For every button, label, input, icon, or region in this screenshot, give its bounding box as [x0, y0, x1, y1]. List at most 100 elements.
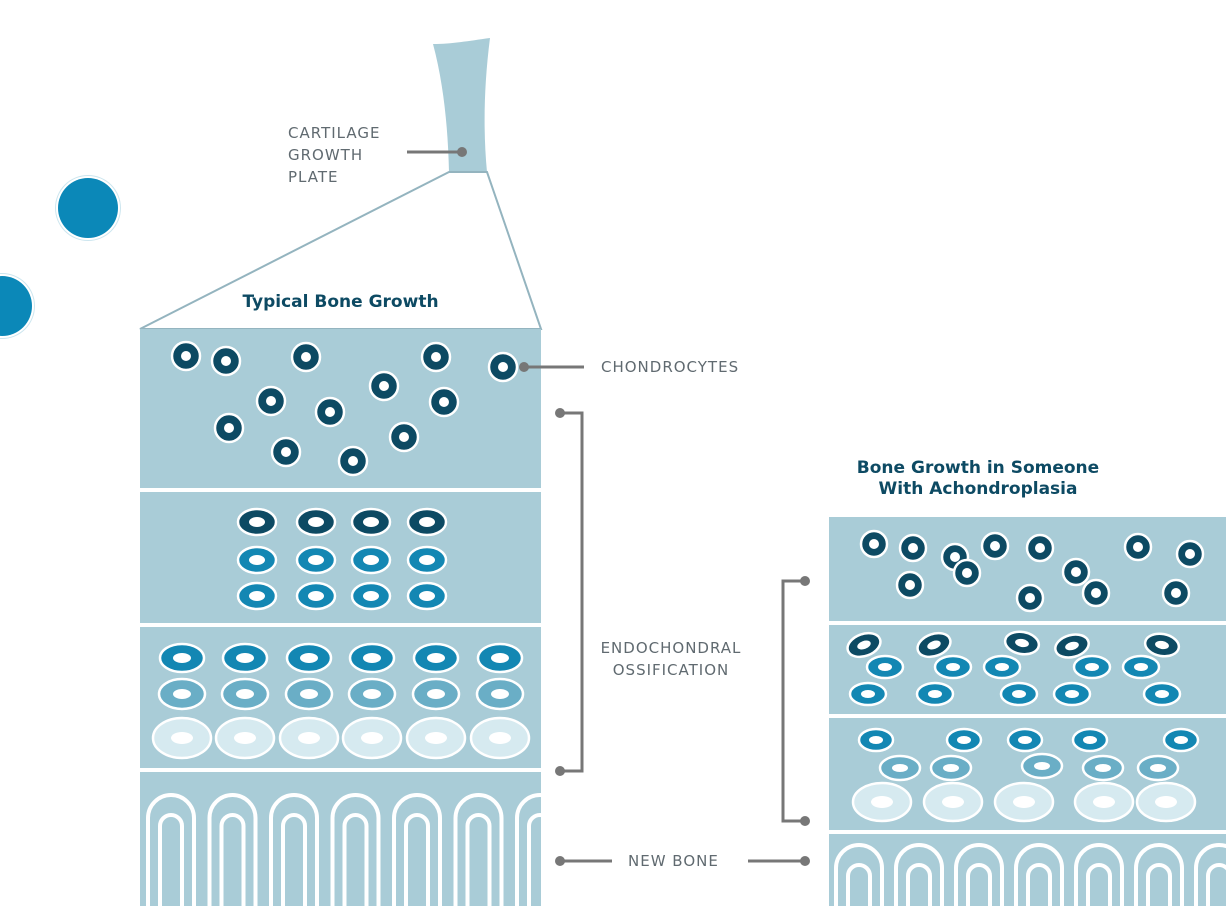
proliferative-cell: [406, 507, 448, 537]
prehypertrophic-cell: [1006, 727, 1044, 753]
prehypertrophic-cell: [1020, 752, 1064, 780]
resting-chondrocyte: [368, 370, 400, 402]
resting-chondrocyte: [213, 412, 245, 444]
hypertrophic-cell: [405, 716, 467, 760]
resting-chondrocyte: [1015, 583, 1045, 613]
proliferative-cell: [1054, 633, 1090, 659]
ossification-label: ENDOCHONDRAL OSSIFICATION: [596, 637, 746, 681]
proliferative-cell: [295, 507, 337, 537]
proliferative-cell: [1143, 632, 1181, 658]
connector-lines: [407, 150, 805, 863]
resting-chondrocyte: [1123, 532, 1153, 562]
bone-trabecula: [1194, 843, 1226, 906]
resting-chondrocyte: [290, 341, 322, 373]
prehypertrophic-cell: [878, 754, 922, 782]
prehypertrophic-cell: [929, 754, 973, 782]
typical-zone-new-bone: [140, 772, 541, 906]
proliferative-cell: [236, 581, 278, 611]
proliferative-cell: [846, 631, 882, 659]
bone-trabecula: [207, 793, 258, 906]
bone-trabecula: [954, 843, 1004, 906]
bone-trabecula: [515, 793, 565, 906]
hypertrophic-cell: [851, 781, 913, 823]
resting-chondrocyte: [270, 436, 302, 468]
bone-trabecula: [158, 813, 184, 906]
proliferative-cell: [295, 545, 337, 575]
resting-chondrocyte: [337, 445, 369, 477]
proliferative-cell: [236, 545, 278, 575]
bone-trabecula: [1026, 863, 1052, 906]
prehypertrophic-cell: [221, 642, 269, 674]
typical-bracket-top-dot: [555, 408, 565, 418]
proliferative-cell: [236, 507, 278, 537]
proliferative-cell: [1121, 654, 1161, 680]
hypertrophic-cell: [1135, 781, 1197, 823]
new-bone-right-dot: [800, 856, 810, 866]
bone-trabecula: [906, 863, 932, 906]
bone-trabecula: [404, 813, 430, 906]
cartilage-label: CARTILAGE GROWTH PLATE: [288, 122, 380, 188]
resting-chondrocyte: [210, 345, 242, 377]
hypertrophic-cell: [922, 781, 984, 823]
resting-chondrocyte: [895, 570, 925, 600]
resting-chondrocyte: [1061, 557, 1091, 587]
achondroplasia-panel: [829, 517, 1226, 906]
prehypertrophic-cell: [945, 727, 983, 753]
chondrocytes-label: CHONDROCYTES: [601, 358, 740, 376]
bone-trabecula: [894, 843, 944, 906]
bone-trabecula: [269, 793, 319, 906]
resting-chondrocyte: [170, 340, 202, 372]
proliferative-cell: [350, 545, 392, 575]
proliferative-cell: [848, 681, 888, 707]
bone-trabecula: [465, 813, 492, 906]
proliferative-cell: [982, 654, 1022, 680]
prehypertrophic-cell: [347, 677, 397, 711]
resting-chondrocyte: [859, 529, 889, 559]
bone-trabecula: [146, 793, 196, 906]
proliferative-cell: [999, 681, 1039, 707]
bone-trabecula: [219, 813, 246, 906]
resting-chondrocyte: [255, 385, 287, 417]
resting-chondrocyte: [1175, 539, 1205, 569]
proliferative-cell: [406, 581, 448, 611]
resting-chondrocyte: [1161, 578, 1191, 608]
bone-trabecula: [330, 793, 381, 906]
resting-chondrocyte: [420, 341, 452, 373]
prehypertrophic-cell: [476, 642, 524, 674]
prehypertrophic-cell: [284, 677, 334, 711]
cartilage-label-line-2: GROWTH: [288, 146, 364, 164]
chondrocytes-pointer-dot: [519, 362, 529, 372]
proliferative-cell: [933, 654, 973, 680]
resting-chondrocyte: [1025, 533, 1055, 563]
bone-trabecula: [1086, 863, 1112, 906]
new-bone-label: NEW BONE: [628, 852, 719, 870]
prehypertrophic-cell: [348, 642, 396, 674]
cartilage-pointer-dot: [457, 147, 467, 157]
prehypertrophic-cell: [220, 677, 270, 711]
proliferative-cell: [406, 545, 448, 575]
bone-trabecula: [1146, 863, 1172, 906]
proliferative-cell: [1003, 630, 1041, 656]
prehypertrophic-cell: [411, 677, 461, 711]
prehypertrophic-cell: [1081, 754, 1125, 782]
proliferative-cell: [350, 507, 392, 537]
cartilage-label-line-1: CARTILAGE: [288, 124, 381, 142]
cartilage-label-line-3: PLATE: [288, 168, 339, 186]
typical-panel-title: Typical Bone Growth: [242, 292, 439, 312]
resting-chondrocyte: [1081, 578, 1111, 608]
hypertrophic-cell: [278, 716, 340, 760]
decorative-circle-upper: [58, 178, 118, 238]
bone-trabecula: [342, 813, 369, 906]
hypertrophic-cell: [1073, 781, 1135, 823]
achon-ossification-bracket: [781, 579, 805, 823]
bone-trabecula: [527, 813, 553, 906]
bone-trabecula: [1074, 843, 1124, 906]
achondroplasia-title-line-2: With Achondroplasia: [878, 479, 1078, 499]
typical-panel: [140, 329, 565, 906]
bone-trabecula: [966, 863, 992, 906]
proliferative-cell: [865, 654, 905, 680]
prehypertrophic-cell: [475, 677, 525, 711]
resting-chondrocyte: [952, 558, 982, 588]
ossification-label-line-2: OSSIFICATION: [612, 661, 730, 679]
